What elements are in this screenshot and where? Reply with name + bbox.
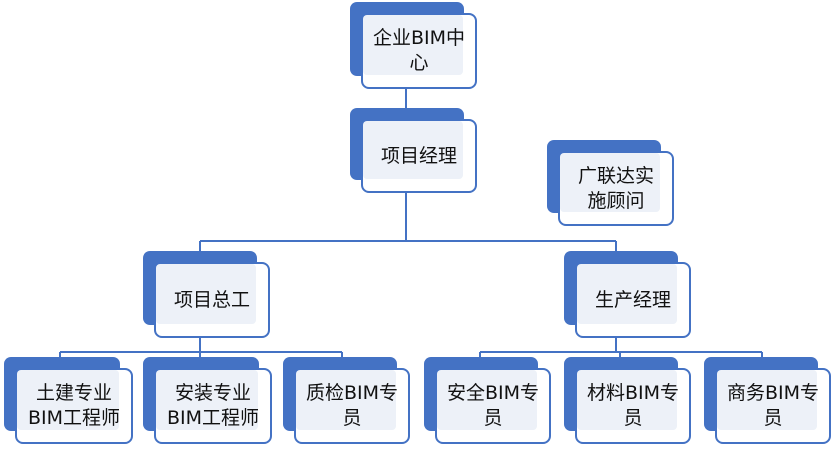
node-bim-center-label: 企业BIM中 心: [372, 27, 466, 74]
node-safety-specialist-label: 安全BIM专 员: [446, 382, 540, 429]
node-qc-specialist-label: 质检BIM专 员: [305, 382, 399, 429]
node-consultant-label: 广联达实 施顾问: [577, 164, 654, 212]
node-commerce-specialist-label: 商务BIM专 员: [726, 382, 820, 429]
node-material-specialist-label: 材料BIM专 员: [586, 382, 680, 429]
node-chief-engineer-label: 项目总工: [173, 288, 250, 311]
node-install-engineer-label: 安装专业 BIM工程师: [166, 382, 260, 429]
node-project-manager-label: 项目经理: [380, 144, 457, 167]
node-production-manager-label: 生产经理: [594, 288, 671, 311]
node-civil-engineer-label: 土建专业 BIM工程师: [27, 382, 121, 429]
